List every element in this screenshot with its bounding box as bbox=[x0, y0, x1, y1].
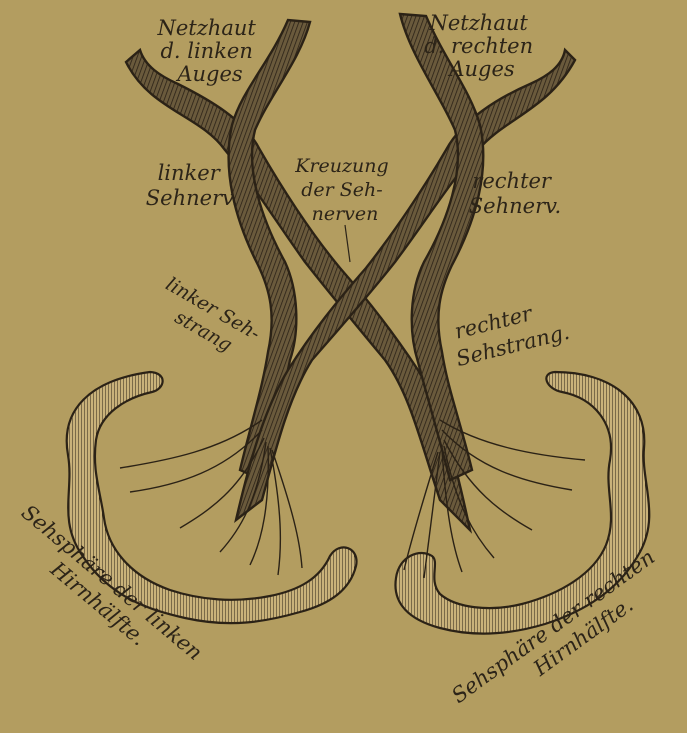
label-nerve-right: rechter Sehnerv. bbox=[469, 169, 561, 218]
label-chiasm: Kreuzung der Seh- nerven bbox=[294, 155, 394, 225]
label-retina-left: Netzhaut d. linken Auges bbox=[156, 16, 262, 86]
label-tract-right: rechter Sehstrang. bbox=[447, 294, 572, 371]
label-nerve-left: linker Sehnerv. bbox=[146, 161, 238, 210]
chiasm-pointer bbox=[345, 225, 350, 262]
label-visual-area-right: Sehsphäre der rechten Hirnhälfte. bbox=[447, 541, 680, 729]
label-tract-left: linker Seh- strang bbox=[150, 273, 269, 368]
